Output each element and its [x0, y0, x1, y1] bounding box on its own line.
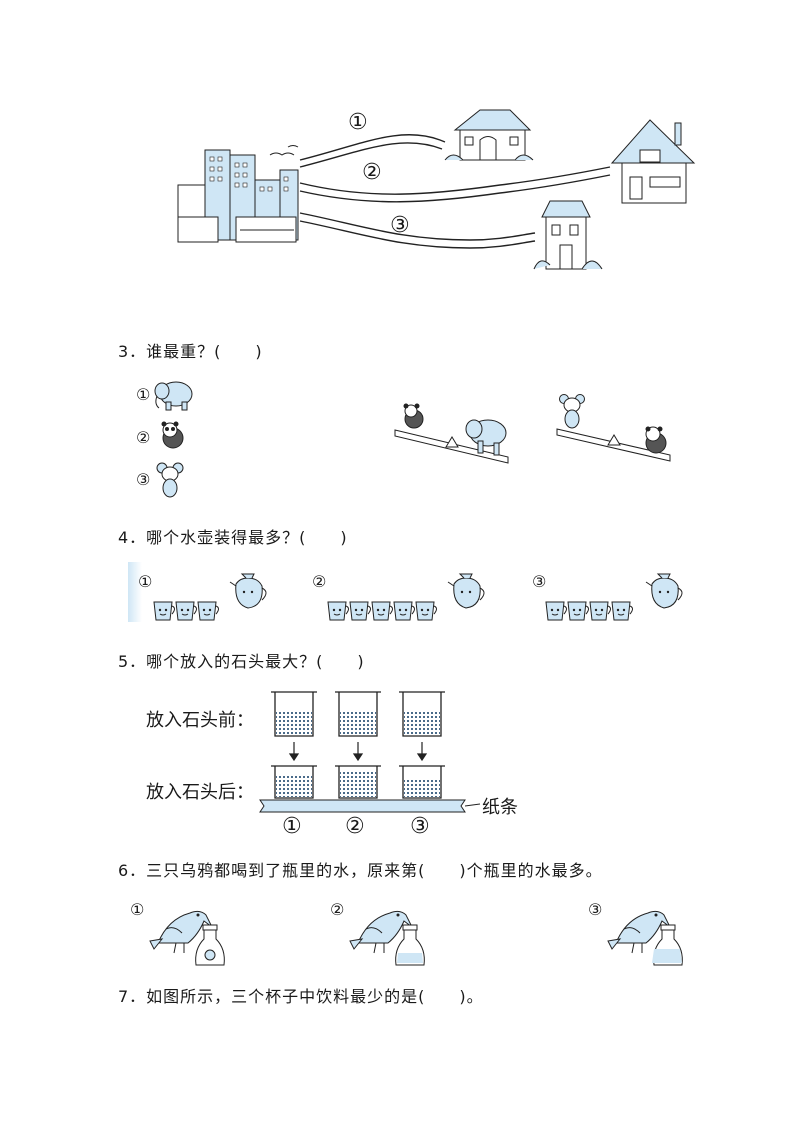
crows-figure [149, 910, 683, 966]
elephant-icon [154, 381, 193, 411]
house-one-icon [444, 109, 534, 161]
question-3-text: 3．谁最重？( ) [118, 342, 263, 361]
q3-option-2: ② [136, 428, 151, 447]
q5-option-2: ② [345, 814, 365, 839]
q3-option-3: ③ [136, 470, 151, 489]
route-map-figure [177, 109, 696, 270]
jug-cups-figure [153, 573, 683, 621]
route-label-3: ③ [390, 213, 410, 238]
route-label-1: ① [348, 110, 368, 135]
q4-option-3: ③ [532, 572, 547, 591]
panda-icon [161, 421, 184, 449]
roads [299, 134, 611, 249]
seesaw-one [394, 403, 509, 464]
q5-option-3: ③ [410, 814, 430, 839]
birds-icon [269, 145, 299, 156]
q5-option-1: ① [282, 814, 302, 839]
q6-option-1: ① [130, 900, 145, 919]
q6-option-2: ② [330, 900, 345, 919]
route-label-2: ② [362, 160, 382, 185]
q4-option-2: ② [312, 572, 327, 591]
q3-option-1: ① [136, 385, 151, 404]
mouse-icon [156, 462, 184, 498]
decorative-corner [128, 562, 142, 622]
q6-option-3: ③ [588, 900, 603, 919]
house-three-icon [533, 200, 603, 270]
q5-strip-label: 纸条 [482, 797, 518, 818]
city-buildings-icon [177, 149, 299, 243]
beakers-figure [259, 691, 481, 813]
q5-after-label: 放入石头后： [146, 782, 254, 803]
question-6-text: 6．三只乌鸦都喝到了瓶里的水，原来第( )个瓶里的水最多。 [118, 861, 603, 880]
question-4-text: 4．哪个水壶装得最多？( ) [118, 528, 348, 547]
question-5-text: 5．哪个放入的石头最大？( ) [118, 652, 365, 671]
q5-before-label: 放入石头前： [146, 710, 254, 731]
question-7-text: 7．如图所示，三个杯子中饮料最少的是( )。 [118, 987, 484, 1006]
house-two-icon [610, 119, 696, 204]
q4-option-1: ① [138, 572, 153, 591]
seesaw-two [556, 394, 671, 462]
